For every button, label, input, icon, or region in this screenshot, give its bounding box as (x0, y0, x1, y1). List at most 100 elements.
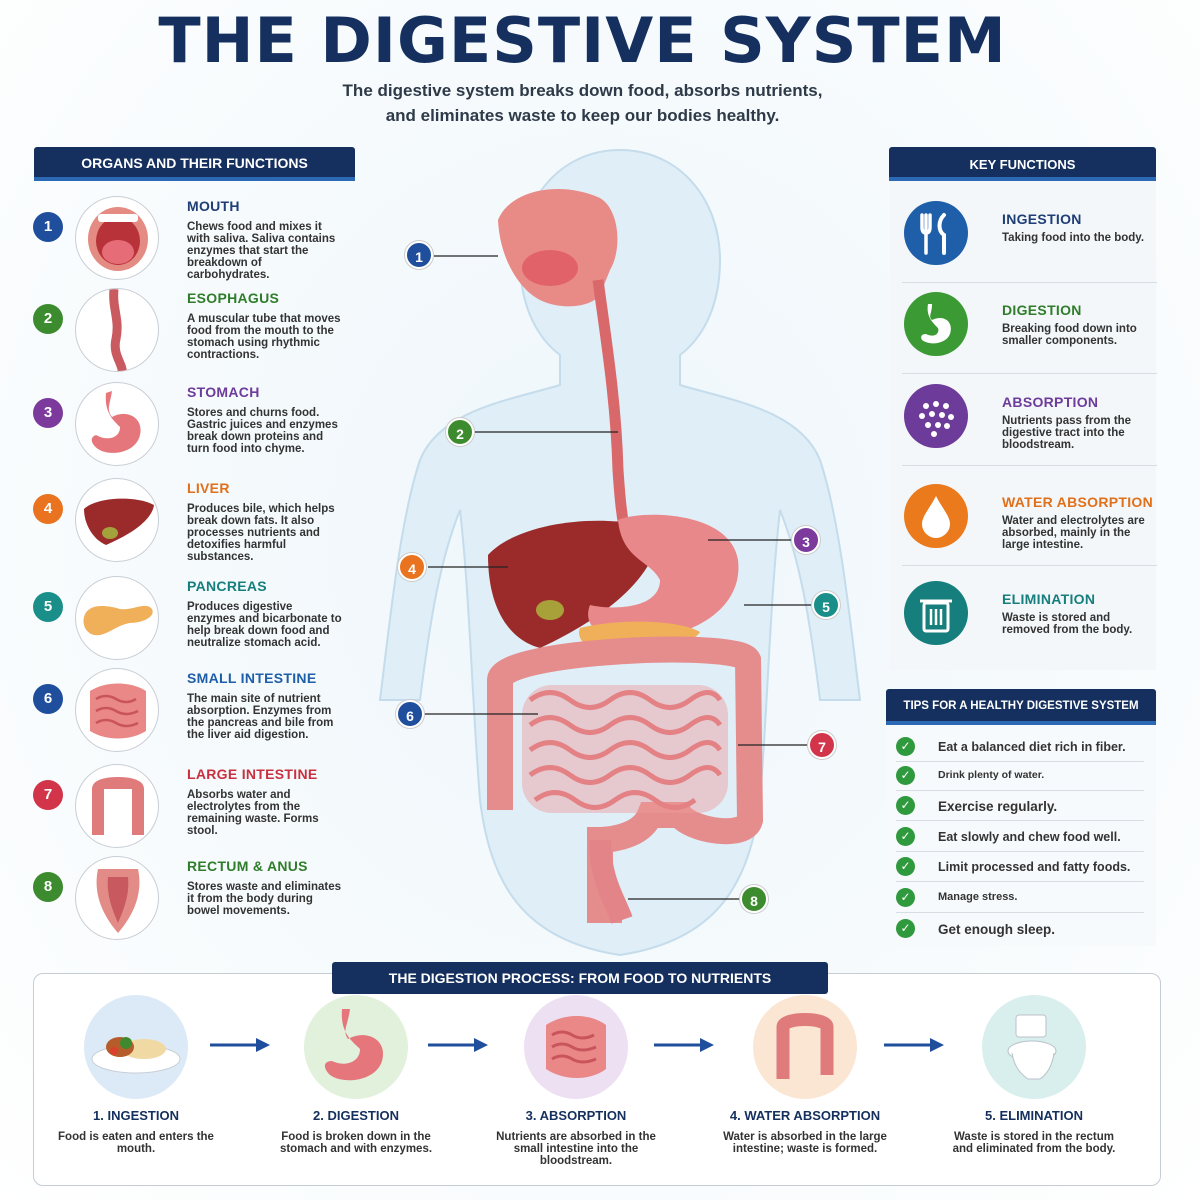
organ-desc: The main site of nutrient absorption. En… (187, 693, 334, 741)
organ-number: 3 (33, 398, 63, 428)
key-function-desc: Water and electrolytes are absorbed, mai… (1002, 515, 1145, 551)
leader-lines (422, 255, 812, 900)
tip-text: Get enough sleep. (938, 922, 1056, 937)
key-function-name: DIGESTION (1002, 302, 1082, 318)
key-function-absorption: ABSORPTION Nutrients pass from the diges… (902, 376, 1157, 466)
organ-number: 8 (33, 872, 63, 902)
stomach-shape (588, 514, 739, 640)
liver-icon (75, 478, 159, 562)
check-icon: ✓ (896, 796, 915, 815)
arrow-right-icon (884, 1038, 944, 1052)
page-title: THE DIGESTIVE SYSTEM (158, 4, 1007, 77)
diagram-marker-1: 1 (405, 241, 433, 269)
organ-number: 4 (33, 494, 63, 524)
key-function-digestion: DIGESTION Breaking food down into smalle… (902, 284, 1157, 374)
organs-heading: ORGANS AND THEIR FUNCTIONS (34, 147, 355, 181)
organ-desc: Produces digestive enzymes and bicarbona… (187, 601, 342, 649)
arrow-right-icon (428, 1038, 488, 1052)
tip-item: ✓Eat slowly and chew food well. (896, 822, 1144, 852)
key-function-name: INGESTION (1002, 211, 1082, 227)
key-function-desc: Waste is stored and removed from the bod… (1002, 612, 1133, 636)
process-heading: THE DIGESTION PROCESS: FROM FOOD TO NUTR… (332, 962, 828, 994)
organ-item-pancreas: 5 PANCREAS Produces digestive enzymes an… (30, 576, 350, 682)
organ-desc: Absorbs water and electrolytes from the … (187, 789, 319, 837)
key-function-desc: Nutrients pass from the digestive tract … (1002, 415, 1132, 451)
diagram-marker-5: 5 (812, 591, 840, 619)
process-step-absorption: 3. ABSORPTION Nutrients are absorbed in … (474, 995, 674, 1185)
page-subtitle: The digestive system breaks down food, a… (270, 78, 895, 128)
water-drop-icon (904, 484, 968, 548)
process-step-water-absorption: 4. WATER ABSORPTION Water is absorbed in… (703, 995, 903, 1185)
step-name: 3. ABSORPTION (525, 1108, 627, 1123)
trash-icon (904, 581, 968, 645)
stomach-icon (304, 995, 408, 1099)
tip-text: Eat a balanced diet rich in fiber. (938, 740, 1126, 754)
diagram-marker-7: 7 (808, 731, 836, 759)
small-intestine-icon (75, 668, 159, 752)
tongue-shape (522, 250, 578, 286)
step-name: 4. WATER ABSORPTION (729, 1108, 881, 1123)
check-icon: ✓ (896, 888, 915, 907)
check-icon: ✓ (896, 766, 915, 785)
digestive-system-diagram (378, 148, 862, 957)
organ-item-esophagus: 2 ESOPHAGUS A muscular tube that moves f… (30, 288, 350, 394)
organ-item-large-intestine: 7 LARGE INTESTINE Absorbs water and elec… (30, 764, 350, 870)
organ-desc: A muscular tube that moves food from the… (187, 313, 341, 361)
step-desc: Food is broken down in the stomach and w… (279, 1131, 433, 1155)
mouth-icon (75, 196, 159, 280)
tip-text: Eat slowly and chew food well. (938, 830, 1121, 844)
gallbladder-shape (536, 600, 564, 620)
small-intestine-shape (528, 690, 723, 810)
organ-name: LARGE INTESTINE (187, 766, 318, 782)
arrow-right-icon (210, 1038, 270, 1052)
tip-text: Drink plenty of water. (938, 769, 1045, 781)
tip-text: Exercise regularly. (938, 799, 1058, 814)
diagram-marker-3: 3 (792, 526, 820, 554)
subtitle-line-2: and eliminates waste to keep our bodies … (385, 106, 780, 125)
stomach-icon (75, 382, 159, 466)
check-icon: ✓ (896, 919, 915, 938)
organ-number: 2 (33, 304, 63, 334)
tip-item: ✓Limit processed and fatty foods. (896, 852, 1144, 882)
fork-knife-icon (904, 201, 968, 265)
tip-item: ✓Eat a balanced diet rich in fiber. (896, 732, 1144, 762)
rectum-shape (589, 839, 633, 924)
key-function-desc: Taking food into the body. (1002, 232, 1145, 244)
organ-desc: Produces bile, which helps break down fa… (187, 503, 335, 563)
organ-item-small-intestine: 6 SMALL INTESTINE The main site of nutri… (30, 668, 350, 774)
organ-desc: Stores waste and eliminates it from the … (187, 881, 342, 917)
process-step-ingestion: 1. INGESTION Food is eaten and enters th… (34, 995, 234, 1185)
key-function-desc: Breaking food down into smaller componen… (1002, 323, 1137, 347)
large-intestine-shape (487, 636, 764, 923)
organ-number: 1 (33, 212, 63, 242)
step-desc: Waste is stored in the rectum and elimin… (952, 1131, 1116, 1155)
pancreas-icon (75, 576, 159, 660)
tip-item: ✓ Drink plenty of water. (896, 761, 1144, 791)
organ-item-mouth: 1 MOUTH Chews food and mixes it with sal… (30, 196, 350, 302)
step-name: 1. INGESTION (93, 1108, 179, 1123)
key-function-name: ELIMINATION (1002, 591, 1096, 607)
tip-item: ✓Manage stress. (896, 883, 1144, 913)
tip-text: Limit processed and fatty foods. (938, 860, 1131, 874)
organ-desc: Chews food and mixes it with saliva. Sal… (187, 221, 336, 281)
step-desc: Nutrients are absorbed in the small inte… (496, 1131, 656, 1167)
arrow-right-icon (654, 1038, 714, 1052)
esophagus-icon (75, 288, 159, 372)
large-intestine-icon (753, 995, 857, 1099)
organ-number: 7 (33, 780, 63, 810)
key-function-elimination: ELIMINATION Waste is stored and removed … (902, 573, 1157, 663)
small-intestine-icon (524, 995, 628, 1099)
organ-name: PANCREAS (187, 578, 267, 594)
liver-shape (488, 520, 660, 648)
key-functions-heading: KEY FUNCTIONS (889, 147, 1156, 181)
tip-item: ✓ Get enough sleep. (896, 914, 1144, 944)
rectum-icon (75, 856, 159, 940)
organ-number: 6 (33, 684, 63, 714)
diagram-marker-8: 8 (740, 885, 768, 913)
organ-name: SMALL INTESTINE (187, 670, 317, 686)
esophagus-shape (592, 279, 632, 537)
diagram-marker-4: 4 (398, 553, 426, 581)
organ-item-liver: 4 LIVER Produces bile, which helps break… (30, 478, 350, 584)
organ-item-rectum: 8 RECTUM & ANUS Stores waste and elimina… (30, 856, 350, 962)
food-plate-icon (84, 995, 188, 1099)
